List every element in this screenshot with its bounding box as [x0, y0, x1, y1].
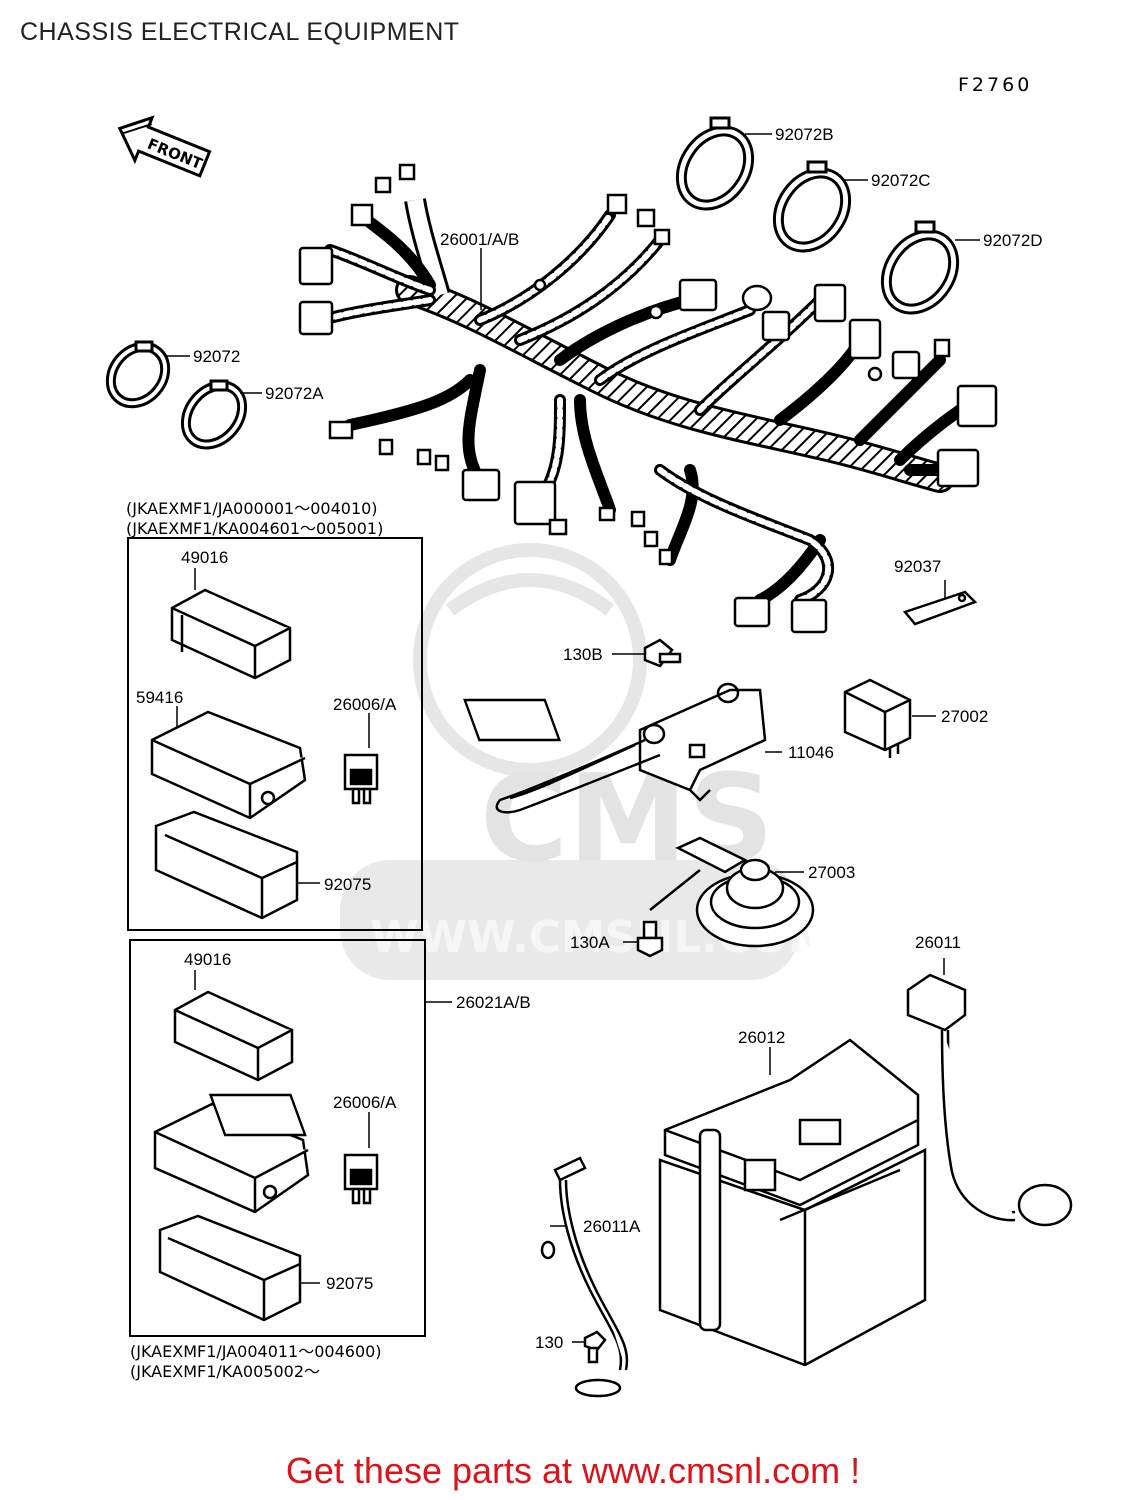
band-92072c — [772, 160, 852, 253]
leader-lines — [165, 133, 980, 1343]
label-26011: 26011 — [915, 933, 962, 952]
cover-49016-bottom — [173, 990, 294, 1082]
wiring-harness — [298, 163, 998, 634]
label-26006a-top: 26006/A — [333, 695, 397, 714]
junction-box-59416-top — [150, 698, 562, 820]
serial-range-bottom-1: (JKAEXMF1∕JA004011～004600) — [130, 1342, 382, 1361]
label-26001ab: 26001/A/B — [440, 230, 520, 249]
cover-49016-top — [170, 588, 292, 680]
label-11046: 11046 — [788, 743, 835, 762]
label-49016-top: 49016 — [181, 548, 229, 567]
case-92075-bottom — [158, 1214, 302, 1322]
label-27002: 27002 — [941, 707, 989, 726]
label-26011a: 26011A — [583, 1217, 641, 1236]
band-92072d — [880, 220, 960, 315]
relay-27002 — [843, 678, 912, 758]
clamp-92037 — [902, 590, 978, 626]
bolt-130 — [583, 1330, 607, 1364]
bracket-11046 — [495, 682, 767, 814]
label-26012: 26012 — [738, 1028, 786, 1047]
label-26021ab: 26021A/B — [456, 993, 531, 1012]
label-130a: 130A — [570, 933, 610, 952]
figure-code: F2760 — [958, 74, 1033, 96]
page-title: CHASSIS ELECTRICAL EQUIPMENT — [20, 18, 460, 46]
label-92075-bottom: 92075 — [326, 1274, 374, 1293]
label-92072b: 92072B — [775, 125, 834, 144]
band-92072b — [675, 116, 755, 211]
label-49016-bottom: 49016 — [184, 950, 232, 969]
label-130b: 130B — [563, 645, 603, 664]
serial-range-top-2: (JKAEXMF1∕KA004601～005001) — [126, 519, 384, 538]
label-26006a-bottom: 26006/A — [333, 1093, 397, 1112]
label-92072c: 92072C — [871, 171, 931, 190]
band-92072 — [105, 340, 171, 409]
horn-27003 — [649, 836, 815, 948]
cable-26011 — [906, 973, 1073, 1227]
label-92075-top: 92075 — [324, 875, 372, 894]
label-92072a: 92072A — [265, 384, 324, 403]
footer-promo-link[interactable]: Get these parts at www.cmsnl.com ! — [285, 1450, 861, 1491]
junction-box-bottom — [153, 1093, 310, 1214]
serial-box-top — [127, 537, 423, 931]
bolt-130a — [636, 920, 664, 958]
label-130: 130 — [535, 1333, 564, 1352]
label-59416: 59416 — [136, 688, 184, 707]
cable-26011a — [540, 1156, 629, 1398]
serial-range-top-1: (JKAEXMF1∕JA000001～004010) — [126, 499, 378, 518]
label-92072d: 92072D — [983, 231, 1043, 250]
label-92037: 92037 — [894, 557, 942, 576]
fuse-26006a-bottom — [343, 1153, 379, 1205]
bolt-130b — [643, 638, 682, 668]
fuse-26006a-top — [343, 753, 379, 805]
case-92075-top — [154, 810, 299, 920]
serial-range-bottom-2: (JKAEXMF1∕KA005002～ — [130, 1362, 321, 1381]
label-27003: 27003 — [808, 863, 856, 882]
harness-bands — [105, 116, 960, 450]
band-92072a — [180, 379, 248, 450]
label-92072: 92072 — [193, 347, 241, 366]
serial-box-bottom — [129, 939, 426, 1337]
battery-26012 — [658, 1038, 927, 1367]
front-arrow-icon: FRONT — [117, 115, 212, 178]
